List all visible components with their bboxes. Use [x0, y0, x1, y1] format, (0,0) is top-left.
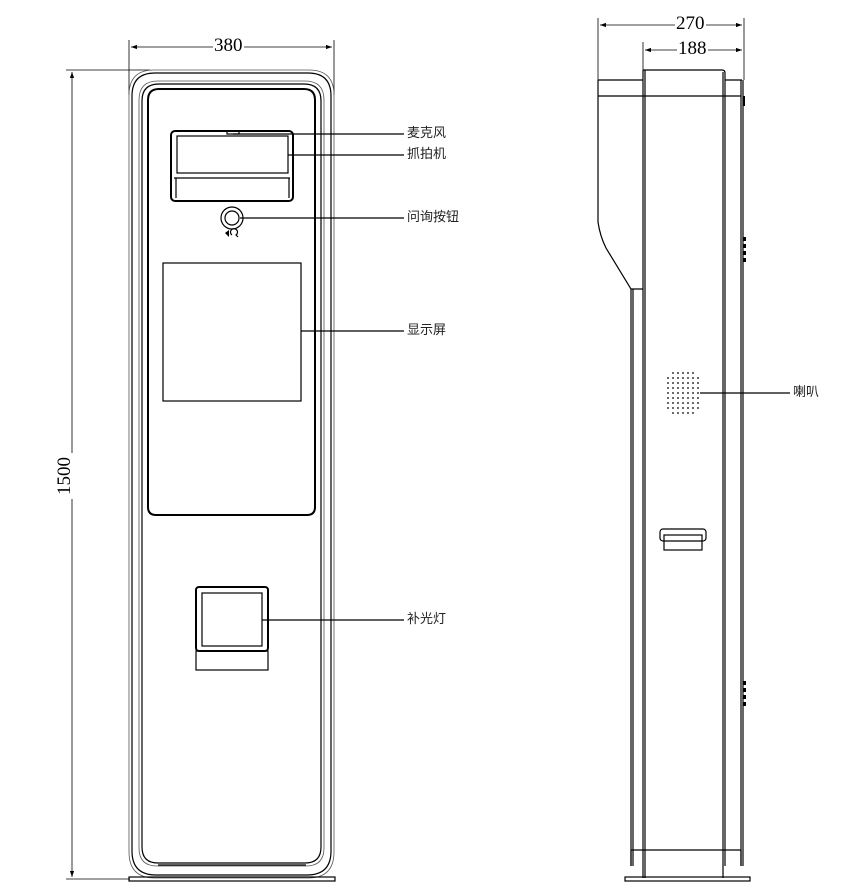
face-frame	[138, 80, 325, 867]
front-width-dimension: 380	[213, 35, 244, 56]
side-base-plate	[624, 876, 751, 882]
display-screen	[162, 262, 302, 402]
outer-shell	[128, 69, 335, 879]
camera-module	[170, 130, 294, 202]
inquiry-button-center	[224, 210, 240, 226]
camera-lens-window	[176, 135, 289, 174]
label-inquiry-button: 问询按钮	[407, 210, 460, 225]
fill-light-module	[195, 586, 269, 671]
inquiry-button-group	[220, 206, 244, 238]
camera-hood-profile	[597, 79, 741, 290]
card-slot-top	[659, 528, 707, 542]
body-outline	[643, 69, 726, 866]
label-display: 显示屏	[407, 323, 447, 338]
side-total-depth-dimension: 270	[675, 13, 706, 34]
headset-icon	[229, 228, 239, 238]
side-body-depth-dimension: 188	[677, 38, 708, 59]
speaker-icon	[225, 230, 229, 237]
camera-housing	[170, 130, 294, 202]
speaker-grill	[667, 372, 699, 414]
rear-latch-top	[743, 96, 745, 106]
outer-shell-inner	[131, 72, 332, 876]
card-slot	[663, 534, 703, 551]
fill-light-base	[195, 650, 269, 671]
label-fill-light: 补光灯	[407, 612, 447, 627]
face-frame-inner	[141, 83, 322, 864]
rear-vent-lower	[743, 681, 746, 706]
label-camera: 抓拍机	[407, 147, 447, 162]
label-speaker: 喇叭	[793, 385, 820, 400]
upper-panel	[147, 88, 316, 516]
label-microphone: 麦克风	[407, 126, 447, 141]
front-height-dimension: 1500	[54, 453, 75, 499]
base-plate	[128, 876, 336, 882]
inquiry-button-ring	[220, 206, 244, 230]
fill-light-housing	[195, 586, 269, 652]
rear-vent-upper	[743, 237, 746, 262]
fill-light-lens	[201, 592, 263, 647]
side-view	[597, 18, 790, 882]
